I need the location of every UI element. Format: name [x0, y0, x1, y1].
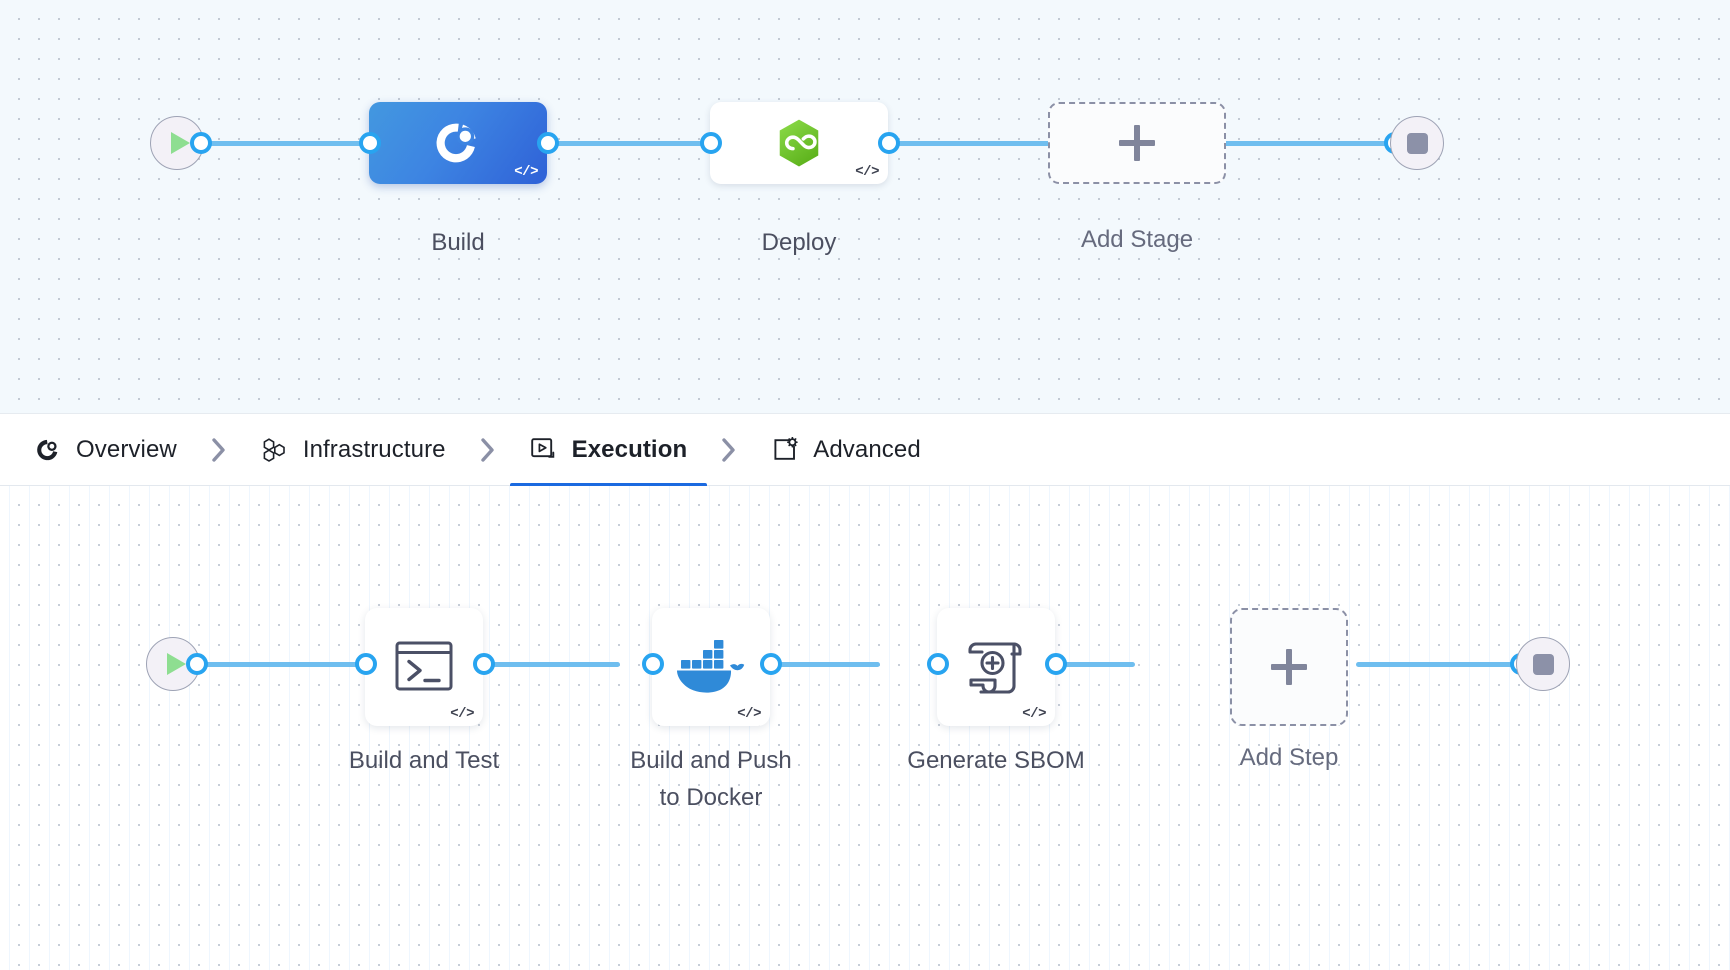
play-box-icon — [530, 436, 558, 464]
port-docker-in[interactable] — [642, 653, 664, 675]
harness-ci-icon — [436, 123, 476, 163]
edge-build-and-test-to-docker — [460, 662, 620, 667]
tab-advanced[interactable]: Advanced — [767, 414, 925, 486]
step-label-generate-sbom: Generate SBOM — [907, 747, 1085, 774]
play-icon — [170, 132, 190, 154]
stage-code-badge: </> — [514, 164, 538, 180]
step-node-generate-sbom[interactable]: </> — [937, 608, 1055, 726]
tab-infrastructure[interactable]: Infrastructure — [257, 414, 450, 486]
plus-icon — [1271, 649, 1307, 685]
tab-overview[interactable]: Overview — [30, 414, 181, 486]
chevron-right-icon — [450, 435, 526, 465]
pipeline-end-node[interactable] — [1390, 116, 1444, 170]
stage-code-badge: </> — [855, 164, 879, 180]
port-sbom-out[interactable] — [1045, 653, 1067, 675]
sbom-scroll-icon — [968, 642, 1022, 694]
step-code-badge: </> — [450, 706, 474, 722]
tab-execution[interactable]: Execution — [509, 414, 707, 487]
stop-icon — [1532, 653, 1554, 675]
tab-infrastructure-label: Infrastructure — [302, 435, 446, 463]
port-sbom-in[interactable] — [927, 653, 949, 675]
step-code-badge: </> — [737, 706, 761, 722]
port-docker-out[interactable] — [760, 653, 782, 675]
pipeline-stages-canvas[interactable]: </> Build </> Deploy — [0, 0, 1730, 414]
step-label-build-and-push-to-docker: Build and Push to Docker — [630, 747, 792, 812]
port-deploy-out[interactable] — [878, 132, 900, 154]
port-build-out[interactable] — [537, 132, 559, 154]
stage-label-build: Build — [431, 229, 485, 256]
step-code-badge: </> — [1022, 706, 1046, 722]
box-gear-icon — [771, 436, 799, 464]
add-stage-label: Add Stage — [1080, 226, 1194, 253]
port-deploy-in[interactable] — [700, 132, 722, 154]
execution-steps-canvas[interactable]: </> Build and Test </> — [0, 486, 1730, 970]
step-label-build-and-test: Build and Test — [348, 747, 500, 774]
execution-end-node[interactable] — [1516, 637, 1570, 691]
plus-icon — [1119, 125, 1155, 161]
edge-addstage-to-end — [1222, 141, 1412, 146]
docker-icon — [677, 640, 745, 693]
stop-icon — [1406, 132, 1428, 154]
add-step-label: Add Step — [1239, 744, 1339, 771]
chevron-right-icon — [691, 435, 767, 465]
step-node-build-and-push-to-docker[interactable]: </> — [652, 608, 770, 726]
terminal-icon — [395, 641, 453, 691]
play-icon — [166, 653, 186, 675]
edge-start-to-build — [196, 141, 376, 146]
overview-pie-icon — [34, 436, 62, 464]
edge-deploy-to-addstage — [878, 141, 1058, 146]
edge-start-to-build-and-test — [192, 662, 360, 667]
chevron-right-icon — [181, 435, 257, 465]
tab-overview-label: Overview — [76, 435, 177, 463]
hexagon-cluster-icon — [261, 436, 289, 464]
step-node-build-and-test[interactable]: </> — [365, 608, 483, 726]
port-build-in[interactable] — [359, 132, 381, 154]
stage-node-deploy[interactable]: </> — [710, 102, 888, 184]
stage-node-build[interactable]: </> — [369, 102, 547, 184]
port-build-and-test-in[interactable] — [355, 653, 377, 675]
port-exec-start-out[interactable] — [186, 653, 208, 675]
edge-build-to-deploy — [540, 141, 710, 146]
add-stage-button[interactable] — [1048, 102, 1226, 184]
port-start-out[interactable] — [190, 132, 212, 154]
tab-advanced-label: Advanced — [813, 435, 921, 463]
edge-docker-to-sbom — [722, 662, 880, 667]
harness-cd-hex-icon — [779, 119, 819, 167]
stage-config-tabs: Overview Infrastructure — [0, 414, 1730, 487]
pipeline-start-node[interactable] — [150, 116, 204, 170]
edge-add-step-to-end — [1356, 662, 1526, 667]
stage-label-deploy: Deploy — [761, 229, 837, 256]
tab-execution-label: Execution — [571, 435, 688, 463]
port-build-and-test-out[interactable] — [473, 653, 495, 675]
add-step-button[interactable] — [1230, 608, 1348, 726]
